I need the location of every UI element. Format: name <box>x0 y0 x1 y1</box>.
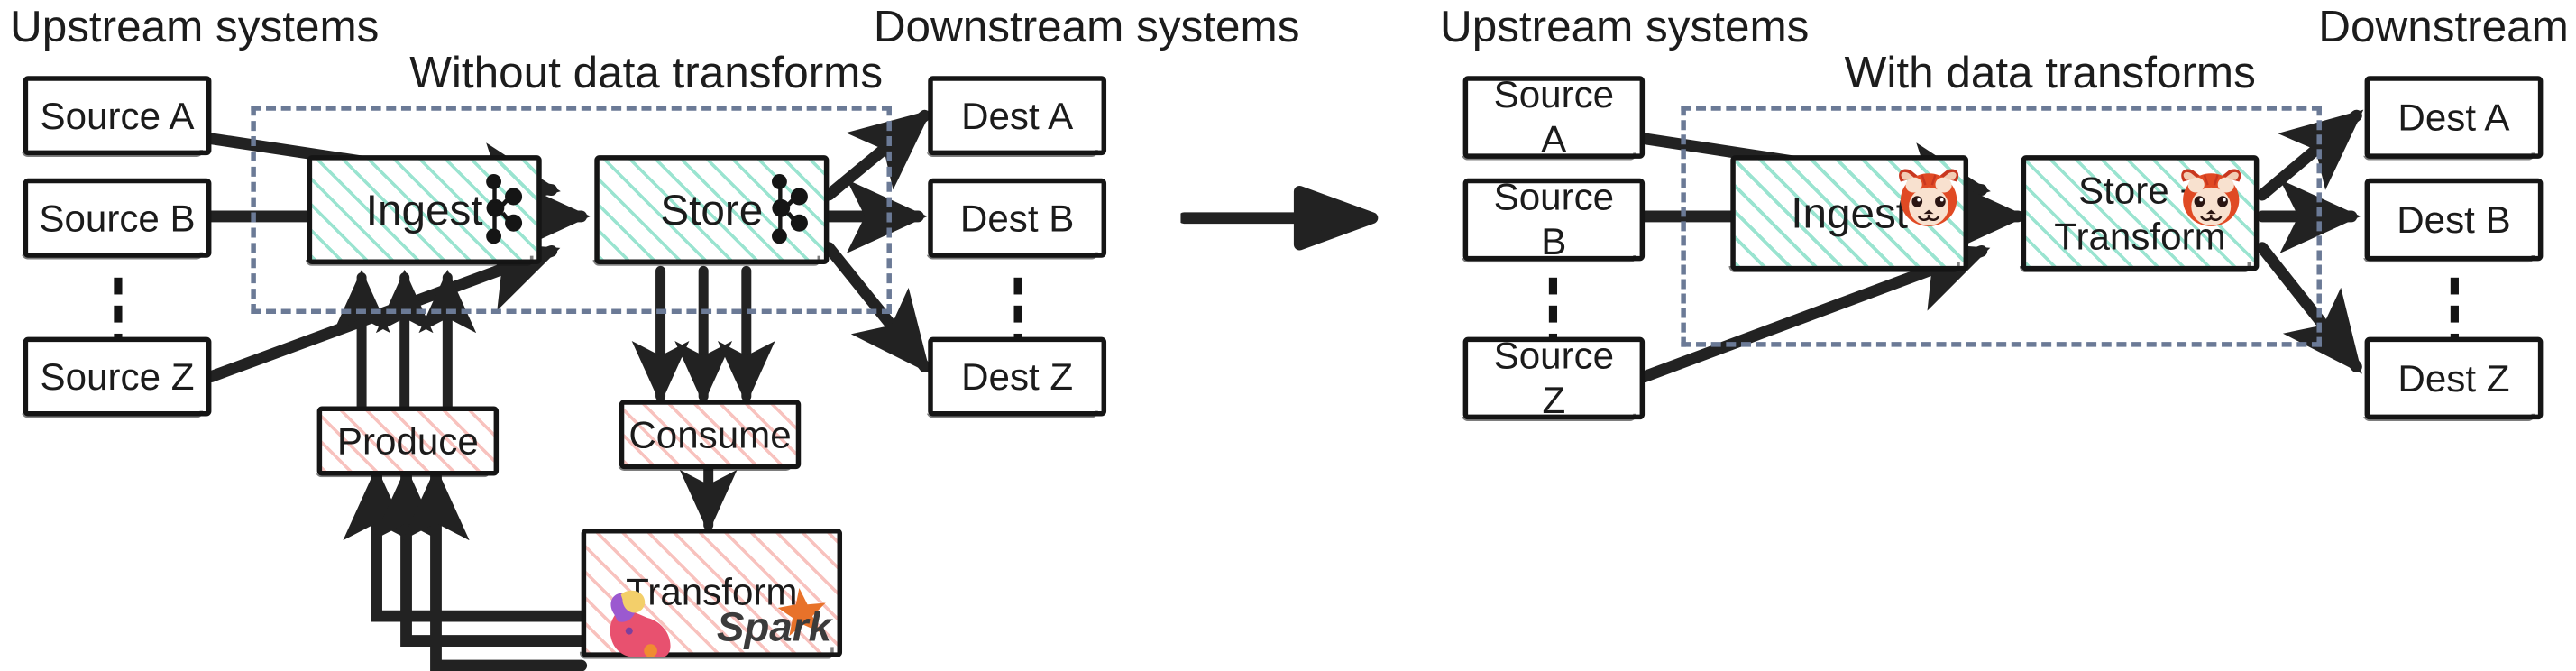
source-box-b-right[interactable]: Source B <box>1462 175 1646 262</box>
source-box-b-left[interactable]: Source B <box>23 178 212 258</box>
pipeline-boundary-right <box>1681 106 2322 347</box>
source-box-label: Source B <box>39 196 196 239</box>
dest-box-z-left[interactable]: Dest Z <box>928 336 1107 417</box>
svg-text:Spark: Spark <box>717 604 834 650</box>
dest-box-label: Dest B <box>2397 197 2511 241</box>
downstream-systems-label-right: Downstream systems <box>2318 1 2576 51</box>
right-arrow-icon <box>1180 186 1379 251</box>
consume-box-label: Consume <box>628 411 792 455</box>
source-ellipsis-left <box>114 277 123 357</box>
dest-box-label: Dest Z <box>2397 355 2510 400</box>
source-box-label: Source Z <box>40 354 195 398</box>
store-transform-line1: Store + <box>2078 168 2202 212</box>
source-box-z-right[interactable]: Source Z <box>1462 333 1646 422</box>
redpanda-logo <box>1899 169 1959 226</box>
dest-box-label: Dest B <box>959 196 1075 239</box>
dest-box-label: Dest Z <box>961 354 1074 398</box>
produce-box[interactable]: Produce <box>316 406 500 476</box>
dbt-logo <box>610 590 671 657</box>
produce-box-label: Produce <box>336 418 479 462</box>
panel-heading-right: With data transforms <box>1844 48 2256 98</box>
dest-box-a-right[interactable]: Dest A <box>2364 76 2544 159</box>
source-box-label: Source Z <box>1493 333 1615 422</box>
dest-box-label: Dest A <box>961 93 1074 137</box>
dest-box-b-left[interactable]: Dest B <box>928 178 1107 258</box>
consume-box[interactable]: Consume <box>619 400 802 470</box>
dest-ellipsis-right <box>2450 277 2459 357</box>
dest-box-label: Dest A <box>2397 95 2510 138</box>
source-box-a-left[interactable]: Source A <box>23 76 212 156</box>
source-ellipsis-right <box>1548 277 1558 357</box>
source-box-a-right[interactable]: Source A <box>1462 72 1646 161</box>
store-box-label: Store <box>660 184 764 234</box>
panel-heading-left: Without data transforms <box>409 48 884 98</box>
dest-box-z-right[interactable]: Dest Z <box>2364 336 2544 420</box>
dest-box-b-right[interactable]: Dest B <box>2364 178 2544 262</box>
upstream-systems-label-left: Upstream systems <box>9 1 380 51</box>
source-box-label: Source A <box>40 93 195 137</box>
spark-logo: Spark <box>717 587 834 650</box>
source-box-label: Source B <box>1493 175 1615 263</box>
kafka-logo <box>772 174 808 244</box>
upstream-systems-label-right: Upstream systems <box>1439 1 1810 51</box>
redpanda-logo <box>2181 169 2241 226</box>
dest-ellipsis-left <box>1013 277 1022 357</box>
ingest-box-label: Ingest <box>365 184 483 234</box>
store-transform-box-right[interactable]: Store + Transform <box>2021 155 2260 271</box>
downstream-systems-label-left: Downstream systems <box>873 1 1300 51</box>
kafka-logo <box>486 174 523 244</box>
source-box-label: Source A <box>1493 72 1615 161</box>
pipeline-boundary-left <box>251 106 892 314</box>
transform-box-label: Transform <box>626 569 798 613</box>
source-box-z-left[interactable]: Source Z <box>23 336 212 417</box>
dest-box-a-left[interactable]: Dest A <box>928 76 1107 156</box>
